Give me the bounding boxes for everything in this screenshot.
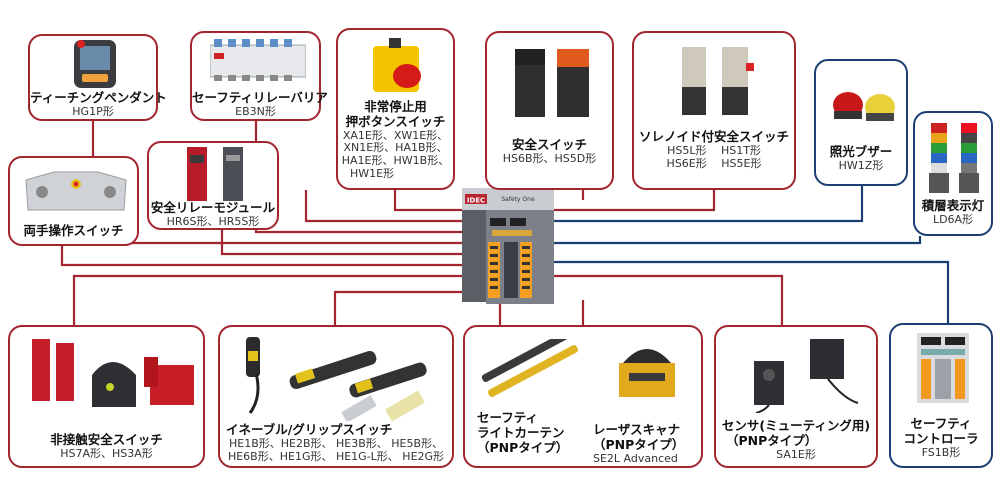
enable-switch-image <box>236 333 442 425</box>
box-two-hand: 両手操作スイッチ <box>8 156 139 246</box>
relay-module-image <box>187 147 247 207</box>
two-hand-image <box>24 166 128 222</box>
noncontact-switch-name: 非接触安全スイッチ <box>50 432 163 447</box>
sensor-model: SA1E形 <box>776 447 816 461</box>
box-sensor: センサ(ミューティング用) （PNPタイプ） SA1E形 <box>714 325 878 468</box>
line-sensor <box>554 274 784 325</box>
estop-model-3: HA1E形、HW1B形、 <box>341 154 450 168</box>
line-buzzer <box>554 186 864 223</box>
line-controller <box>554 260 950 323</box>
laser-scanner-name-1: レーザスキャナ <box>593 422 681 437</box>
enable-switch-model-1: HE1B形、HE2B形、 HE3B形、 HE5B形、 <box>228 436 444 450</box>
safety-switch-model: HS6B形、HS5D形 <box>502 151 597 165</box>
laser-scanner-image <box>613 335 681 403</box>
light-curtain-name-1: セーフティ <box>477 410 539 425</box>
teaching-pendant-model: HG1P形 <box>72 104 114 118</box>
estop-model-4: HW1E形 <box>350 167 395 181</box>
solenoid-switch-image <box>678 47 758 121</box>
sensor-name-1: センサ(ミューティング用) <box>721 418 871 433</box>
relay-barrier-image <box>209 39 307 85</box>
relay-barrier-model: EB3N形 <box>235 104 276 118</box>
estop-name-line1: 非常停止用 <box>364 99 427 114</box>
box-safety-controller: セーフティ コントローラ FS1B形 <box>889 323 993 468</box>
buzzer-model: HW1Z形 <box>838 158 884 172</box>
box-enable-switch: イネーブル/グリップスイッチ HE1B形、HE2B形、 HE3B形、 HE5B形… <box>218 325 454 468</box>
center-safety-module: IDEC Safety One <box>462 188 554 306</box>
buzzer-name: 照光ブザー <box>829 144 893 159</box>
estop-model-2: XN1E形、HA1B形、 <box>343 141 448 155</box>
line-estop <box>304 190 462 223</box>
tower-light-model: LD6A形 <box>932 212 974 226</box>
line-safety-switch <box>393 190 462 212</box>
box-safety-switch: 安全スイッチ HS6B形、HS5D形 <box>485 31 614 190</box>
box-light-curtain-laser: セーフティ ライトカーテン （PNPタイプ） レーザスキャナ （PNPタイプ） … <box>463 325 703 468</box>
enable-switch-model-2: HE6B形、HE1G形、 HE1G-L形、 HE2G形 <box>227 449 445 463</box>
line-enable <box>333 290 462 325</box>
teaching-pendant-image <box>74 40 116 92</box>
light-curtain-name-2: ライトカーテン <box>477 424 565 440</box>
laser-scanner-model: SE2L Advanced <box>593 451 678 465</box>
line-solenoid <box>554 190 716 212</box>
safety-switch-image <box>513 47 593 123</box>
line-two-hand <box>60 246 462 267</box>
box-relay-barrier: セーフティリレーバリア EB3N形 <box>190 31 328 121</box>
box-tower-light: 積層表示灯 LD6A形 <box>913 111 993 236</box>
light-curtain-name-3: （PNPタイプ） <box>477 439 569 455</box>
brand-logo: IDEC <box>467 197 485 205</box>
solenoid-switch-model-1: HS5L形 HS1T形 <box>667 143 761 157</box>
box-noncontact-switch: 非接触安全スイッチ HS7A形、HS3A形 <box>8 325 205 468</box>
box-emergency-stop: 非常停止用 押ボタンスイッチ XA1E形、XW1E形、 XN1E形、HA1B形、… <box>336 28 455 190</box>
solenoid-switch-name: ソレノイド付安全スイッチ <box>638 129 789 144</box>
line-tower <box>554 236 922 245</box>
solenoid-switch-model-2: HS6E形 HS5E形 <box>666 156 762 170</box>
two-hand-name: 両手操作スイッチ <box>23 223 124 238</box>
safety-switch-name: 安全スイッチ <box>511 137 587 152</box>
noncontact-switch-image <box>22 335 198 419</box>
safety-controller-name-1: セーフティ <box>910 416 972 431</box>
relay-module-model: HR6S形、HR5S形 <box>166 214 260 228</box>
estop-name-line2: 押ボタンスイッチ <box>345 113 446 129</box>
box-teaching-pendant: ティーチングペンダント HG1P形 <box>28 34 167 121</box>
box-relay-module: 安全リレーモジュール HR6S形、HR5S形 <box>147 141 279 230</box>
safety-controller-name-2: コントローラ <box>903 430 979 446</box>
line-noncontact <box>72 274 462 325</box>
light-curtain-image <box>479 331 583 409</box>
tower-light-name: 積層表示灯 <box>921 198 985 213</box>
relay-barrier-name: セーフティリレーバリア <box>192 90 328 105</box>
line-relay-module <box>220 230 462 256</box>
box-solenoid-switch: ソレノイド付安全スイッチ HS5L形 HS1T形 HS6E形 HS5E形 <box>632 31 796 190</box>
sensor-name-2: （PNPタイプ） <box>726 432 818 448</box>
noncontact-switch-model: HS7A形、HS3A形 <box>60 446 153 460</box>
box-buzzer: 照光ブザー HW1Z形 <box>814 59 908 186</box>
safety-controller-image <box>917 333 969 407</box>
buzzer-image <box>828 83 900 131</box>
teaching-pendant-name: ティーチングペンダント <box>30 90 167 105</box>
relay-module-name: 安全リレーモジュール <box>150 200 276 215</box>
estop-image <box>371 36 425 98</box>
product-caption: Safety One <box>501 196 535 203</box>
laser-scanner-name-2: （PNPタイプ） <box>593 436 685 452</box>
enable-switch-name: イネーブル/グリップスイッチ <box>226 422 393 437</box>
estop-model-1: XA1E形、XW1E形、 <box>342 128 449 142</box>
tower-light-image <box>927 119 983 199</box>
safety-controller-model: FS1B形 <box>921 445 961 459</box>
sensor-image <box>734 333 864 417</box>
